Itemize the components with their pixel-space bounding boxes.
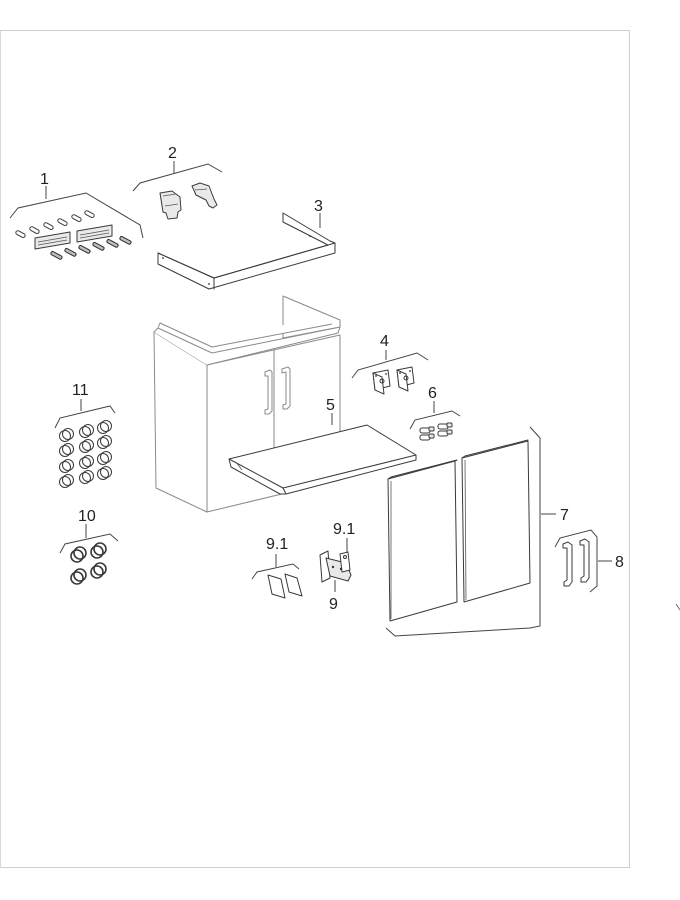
part-2-group: 2	[132, 145, 223, 220]
part-11-label: 10	[78, 508, 96, 525]
part-6-label: 6	[428, 385, 437, 402]
part-11-callout-bracket	[59, 533, 119, 554]
part-11-group: 10	[59, 508, 119, 585]
part-9-1-label: 9.1	[333, 521, 355, 538]
part-4-group: 4	[351, 333, 429, 395]
pads-icon	[267, 573, 303, 599]
part-7-label: 7	[560, 507, 569, 524]
part-9-label: 9	[329, 596, 338, 613]
edge-mark	[675, 603, 680, 611]
rail-icon	[34, 224, 113, 250]
part-4-callout-bracket	[351, 352, 429, 379]
cabinet-handle-left-icon	[264, 369, 273, 415]
part-1-callout-bracket	[9, 192, 144, 239]
part-12-group: 11	[54, 382, 116, 488]
door-right-icon	[461, 439, 531, 603]
cabinet-handle-right-icon	[281, 366, 291, 410]
part-3-group: 3	[157, 198, 336, 290]
part-8-label: 8	[615, 554, 624, 571]
part-2-label: 2	[168, 145, 177, 162]
part-12-callout-bracket	[54, 405, 116, 429]
part-10-callout-bracket	[251, 563, 300, 580]
part-12-label: 11	[72, 382, 89, 399]
frame-rail-icon	[157, 212, 336, 290]
part-5-group: 5	[228, 397, 417, 495]
part-3-label: 3	[314, 198, 323, 215]
door-left-icon	[387, 459, 458, 622]
part-7-group: 7	[385, 426, 569, 637]
dowels-icon	[15, 210, 95, 239]
screws-icon	[50, 236, 132, 260]
angle-plate-icon	[372, 366, 415, 395]
part-6-callout-bracket	[409, 410, 461, 430]
part-10-label: 9.1	[266, 536, 288, 553]
part-4-label: 4	[380, 333, 389, 350]
bumpers-icon	[70, 542, 107, 585]
bracket-icon	[159, 182, 218, 220]
part-8-group: 8	[554, 529, 624, 593]
part-8-callout-bracket	[554, 529, 598, 593]
part-7-callout-bracket	[385, 426, 541, 637]
part-5-label: 5	[326, 397, 335, 414]
part-10-group: 9.1	[251, 536, 303, 599]
handle-left-icon	[562, 541, 573, 587]
handle-right-icon	[579, 538, 590, 583]
part-6-group: 6	[409, 385, 461, 441]
hinge-icon	[319, 550, 352, 583]
part-9-group: 9.1 9	[319, 521, 355, 613]
shelf-support-icon	[419, 422, 453, 441]
caps-icon	[59, 420, 112, 488]
part-1-label: 1	[40, 171, 49, 188]
part-2-callout-bracket	[132, 163, 223, 192]
shelf-icon	[228, 424, 417, 495]
part-1-group: 1	[9, 171, 144, 260]
